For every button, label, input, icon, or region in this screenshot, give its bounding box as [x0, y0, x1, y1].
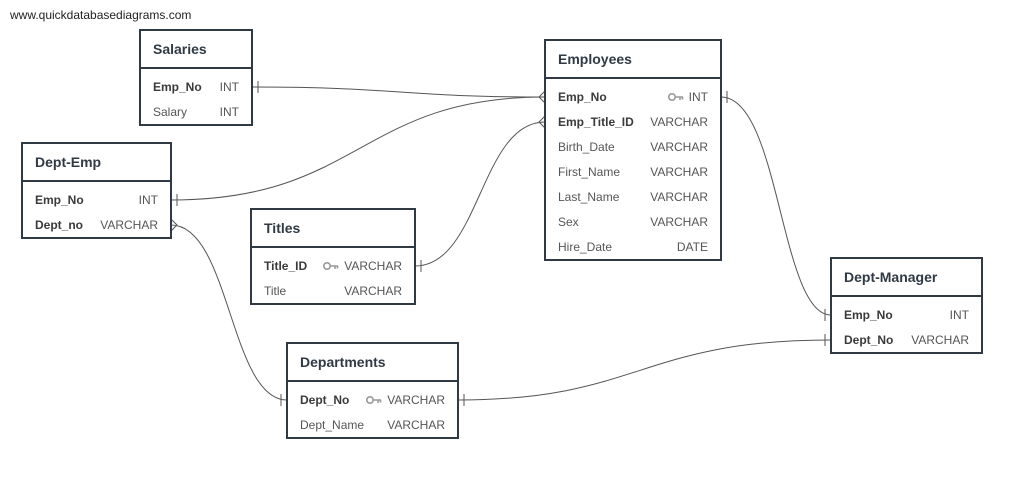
field-type: VARCHAR	[344, 258, 402, 273]
field-row[interactable]: Salary INT	[141, 99, 251, 124]
field-type: INT	[688, 89, 708, 104]
field-name: Last_Name	[558, 189, 620, 204]
watermark: www.quickdatabasediagrams.com	[10, 8, 192, 22]
field-name: Title_ID	[264, 258, 308, 273]
field-name: Emp_Title_ID	[558, 114, 634, 129]
field-name: Dept_Name	[300, 417, 365, 432]
field-type: INT	[949, 307, 969, 322]
rel-titles-employees	[414, 121, 546, 267]
field-list: Emp_No INT Dept_no VARCHAR	[23, 182, 170, 237]
field-type: INT	[138, 192, 158, 207]
table-title: Dept-Emp	[23, 144, 170, 182]
field-name: Emp_No	[558, 89, 607, 104]
field-type-cell: VARCHAR	[100, 218, 158, 232]
field-row[interactable]: Title VARCHAR	[252, 278, 414, 303]
field-type-cell: VARCHAR	[650, 115, 708, 129]
crowfoot-marker	[538, 115, 546, 129]
primary-key-icon	[323, 261, 339, 270]
field-type-cell: INT	[220, 105, 239, 119]
field-type: VARCHAR	[650, 189, 708, 204]
field-type: VARCHAR	[650, 214, 708, 229]
field-type: VARCHAR	[650, 139, 708, 154]
crowfoot-marker	[170, 218, 178, 232]
field-row[interactable]: Emp_No INT	[141, 74, 251, 99]
field-name: Birth_Date	[558, 139, 615, 154]
rel-salaries-employees	[251, 86, 546, 98]
table-titles[interactable]: Titles Title_ID VARCHAR Title VARCHAR	[250, 208, 416, 305]
field-row[interactable]: Birth_Date VARCHAR	[546, 134, 720, 159]
field-type: VARCHAR	[387, 417, 445, 432]
field-name: Emp_No	[35, 192, 84, 207]
field-type: VARCHAR	[911, 332, 969, 347]
field-row[interactable]: Emp_No INT	[546, 84, 720, 109]
field-name: Emp_No	[844, 307, 893, 322]
field-type-cell: INT	[667, 89, 708, 104]
field-row[interactable]: Hire_Date DATE	[546, 234, 720, 259]
field-row[interactable]: Dept_No VARCHAR	[288, 387, 457, 412]
field-type-cell: VARCHAR	[387, 418, 445, 432]
field-row[interactable]: Dept_Name VARCHAR	[288, 412, 457, 437]
field-row[interactable]: Last_Name VARCHAR	[546, 184, 720, 209]
field-list: Title_ID VARCHAR Title VARCHAR	[252, 248, 414, 303]
primary-key-icon	[366, 395, 382, 404]
field-type-cell: VARCHAR	[911, 333, 969, 347]
field-row[interactable]: Emp_No INT	[23, 187, 170, 212]
table-title: Salaries	[141, 31, 251, 69]
table-title: Employees	[546, 41, 720, 79]
rel-deptemp-departments	[170, 224, 288, 401]
field-name: Dept_No	[300, 392, 350, 407]
field-name: Salary	[153, 104, 188, 119]
rel-departments-deptmanager	[457, 339, 832, 401]
field-type-cell: VARCHAR	[650, 140, 708, 154]
field-type-cell: INT	[950, 308, 969, 322]
field-row[interactable]: Emp_Title_ID VARCHAR	[546, 109, 720, 134]
table-title: Titles	[252, 210, 414, 248]
table-dept-manager[interactable]: Dept-Manager Emp_No INT Dept_No VARCHAR	[830, 257, 983, 354]
field-type: INT	[219, 79, 239, 94]
field-type: INT	[219, 104, 239, 119]
field-row[interactable]: Emp_No INT	[832, 302, 981, 327]
field-name: First_Name	[558, 164, 621, 179]
field-type: VARCHAR	[344, 283, 402, 298]
field-name: Emp_No	[153, 79, 202, 94]
field-name: Dept_No	[844, 332, 894, 347]
field-type-cell: VARCHAR	[650, 190, 708, 204]
field-type-cell: VARCHAR	[650, 215, 708, 229]
field-type-cell: DATE	[677, 240, 708, 254]
field-row[interactable]: Dept_no VARCHAR	[23, 212, 170, 237]
rel-deptemp-employees	[170, 96, 546, 201]
table-dept-emp[interactable]: Dept-Emp Emp_No INT Dept_no VARCHAR	[21, 142, 172, 239]
field-row[interactable]: Dept_No VARCHAR	[832, 327, 981, 352]
field-row[interactable]: First_Name VARCHAR	[546, 159, 720, 184]
field-name: Sex	[558, 214, 579, 229]
field-type-cell: INT	[139, 193, 158, 207]
field-name: Hire_Date	[558, 239, 613, 254]
table-title: Departments	[288, 344, 457, 382]
field-type: DATE	[676, 239, 708, 254]
field-type-cell: VARCHAR	[366, 393, 445, 407]
field-list: Emp_No INT Dept_No VARCHAR	[832, 297, 981, 352]
table-title: Dept-Manager	[832, 259, 981, 297]
field-type-cell: VARCHAR	[323, 259, 402, 273]
rel-employees-deptmanager	[720, 96, 832, 316]
field-type-cell: VARCHAR	[650, 165, 708, 179]
field-name: Dept_no	[35, 217, 83, 232]
field-type: VARCHAR	[650, 164, 708, 179]
field-row[interactable]: Title_ID VARCHAR	[252, 253, 414, 278]
field-type-cell: VARCHAR	[344, 284, 402, 298]
field-type: VARCHAR	[650, 114, 708, 129]
field-type-cell: INT	[220, 80, 239, 94]
field-name: Title	[264, 283, 287, 298]
field-type: VARCHAR	[100, 217, 158, 232]
field-type: VARCHAR	[387, 392, 445, 407]
primary-key-icon	[667, 92, 684, 101]
field-row[interactable]: Sex VARCHAR	[546, 209, 720, 234]
